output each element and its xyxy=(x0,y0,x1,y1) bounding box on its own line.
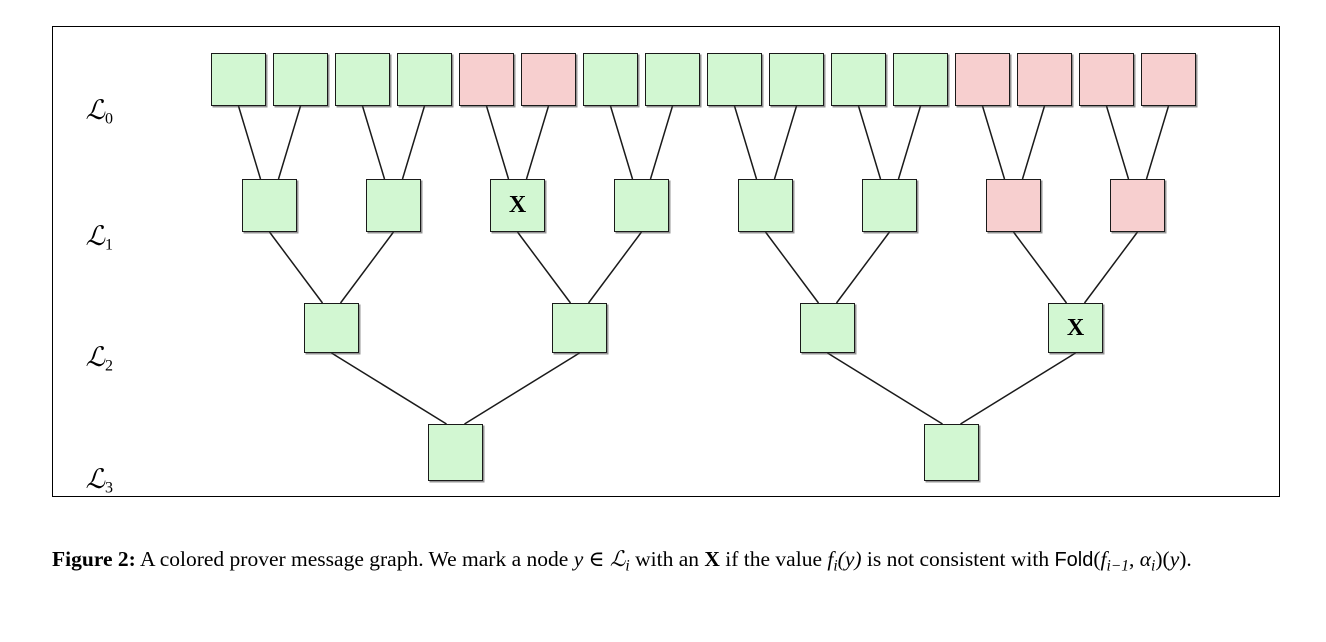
node-l1-3 xyxy=(614,179,669,232)
node-l0-13 xyxy=(1017,53,1072,106)
node-l3-1 xyxy=(924,424,979,481)
node-l0-10 xyxy=(831,53,886,106)
caption-layer-base: ℒ xyxy=(609,547,626,572)
caption-fold-close: )( xyxy=(1155,547,1170,571)
layer-label-subscript: 0 xyxy=(105,110,113,128)
node-mark-x: X xyxy=(508,192,527,218)
caption-var-y: y xyxy=(573,547,584,571)
node-l0-3 xyxy=(397,53,452,106)
caption-label: Figure 2: xyxy=(52,547,136,571)
node-l0-0 xyxy=(211,53,266,106)
node-l0-6 xyxy=(583,53,638,106)
caption-text-4: is not consistent with xyxy=(861,547,1055,571)
node-l0-5 xyxy=(521,53,576,106)
node-l2-1 xyxy=(552,303,607,353)
caption-text-2: with an xyxy=(629,547,705,571)
caption-text-1: A colored prover message graph. We mark … xyxy=(135,547,574,571)
layer-label-subscript: 3 xyxy=(105,479,113,497)
layer-label-l3: ℒ3 xyxy=(43,464,113,497)
caption-f-sub: i xyxy=(833,557,838,575)
node-l0-4 xyxy=(459,53,514,106)
node-l0-14 xyxy=(1079,53,1134,106)
node-l1-5 xyxy=(862,179,917,232)
layer-label-l2: ℒ2 xyxy=(43,342,113,375)
layer-label-base: ℒ xyxy=(85,464,105,495)
caption-fold-open: ( xyxy=(1093,547,1101,571)
node-l0-8 xyxy=(707,53,762,106)
node-l1-7 xyxy=(1110,179,1165,232)
node-l0-11 xyxy=(893,53,948,106)
node-l0-2 xyxy=(335,53,390,106)
caption-fold-name: Fold xyxy=(1054,549,1094,571)
node-l1-4 xyxy=(738,179,793,232)
node-l0-15 xyxy=(1141,53,1196,106)
layer-label-base: ℒ xyxy=(85,342,105,373)
caption-text-3: if the value xyxy=(719,547,828,571)
layer-label-l1: ℒ1 xyxy=(43,221,113,254)
caption-fold-f: f xyxy=(1100,547,1107,571)
caption-fold-f-sub: i−1 xyxy=(1106,557,1129,575)
node-l0-9 xyxy=(769,53,824,106)
node-mark-x: X xyxy=(1066,314,1085,341)
node-l0-1 xyxy=(273,53,328,106)
node-l1-6 xyxy=(986,179,1041,232)
node-l3-0 xyxy=(428,424,483,481)
node-l2-0 xyxy=(304,303,359,353)
node-l1-0 xyxy=(242,179,297,232)
caption-fold-y: y xyxy=(1169,547,1180,571)
caption-fold-term: Fold(fi−1, αi)(y). xyxy=(1054,547,1192,575)
caption-f-base: f xyxy=(827,547,834,571)
layer-label-base: ℒ xyxy=(85,221,105,252)
caption-f-term: fi(y) xyxy=(827,547,862,575)
caption-fold-end: ). xyxy=(1179,547,1192,571)
caption-layer-symbol: ℒi xyxy=(609,547,630,575)
caption-fold-alpha: α xyxy=(1139,547,1152,571)
layer-label-base: ℒ xyxy=(85,95,105,126)
layer-label-subscript: 2 xyxy=(105,357,113,375)
caption-fold-comma: , xyxy=(1129,547,1140,571)
node-l1-1 xyxy=(366,179,421,232)
caption-layer-sub: i xyxy=(625,557,630,575)
layer-label-subscript: 1 xyxy=(105,236,113,254)
node-l0-7 xyxy=(645,53,700,106)
figure-caption: Figure 2: A colored prover message graph… xyxy=(52,545,1280,577)
caption-fold-alpha-sub: i xyxy=(1151,557,1156,575)
node-l0-12 xyxy=(955,53,1010,106)
caption-mark-x: X xyxy=(704,547,720,571)
node-l1-2: X xyxy=(490,179,545,232)
node-l2-2 xyxy=(800,303,855,353)
caption-f-args: (y) xyxy=(837,547,862,571)
caption-in-symbol: ∈ xyxy=(583,547,610,571)
node-l2-3: X xyxy=(1048,303,1103,353)
layer-label-l0: ℒ0 xyxy=(43,95,113,128)
